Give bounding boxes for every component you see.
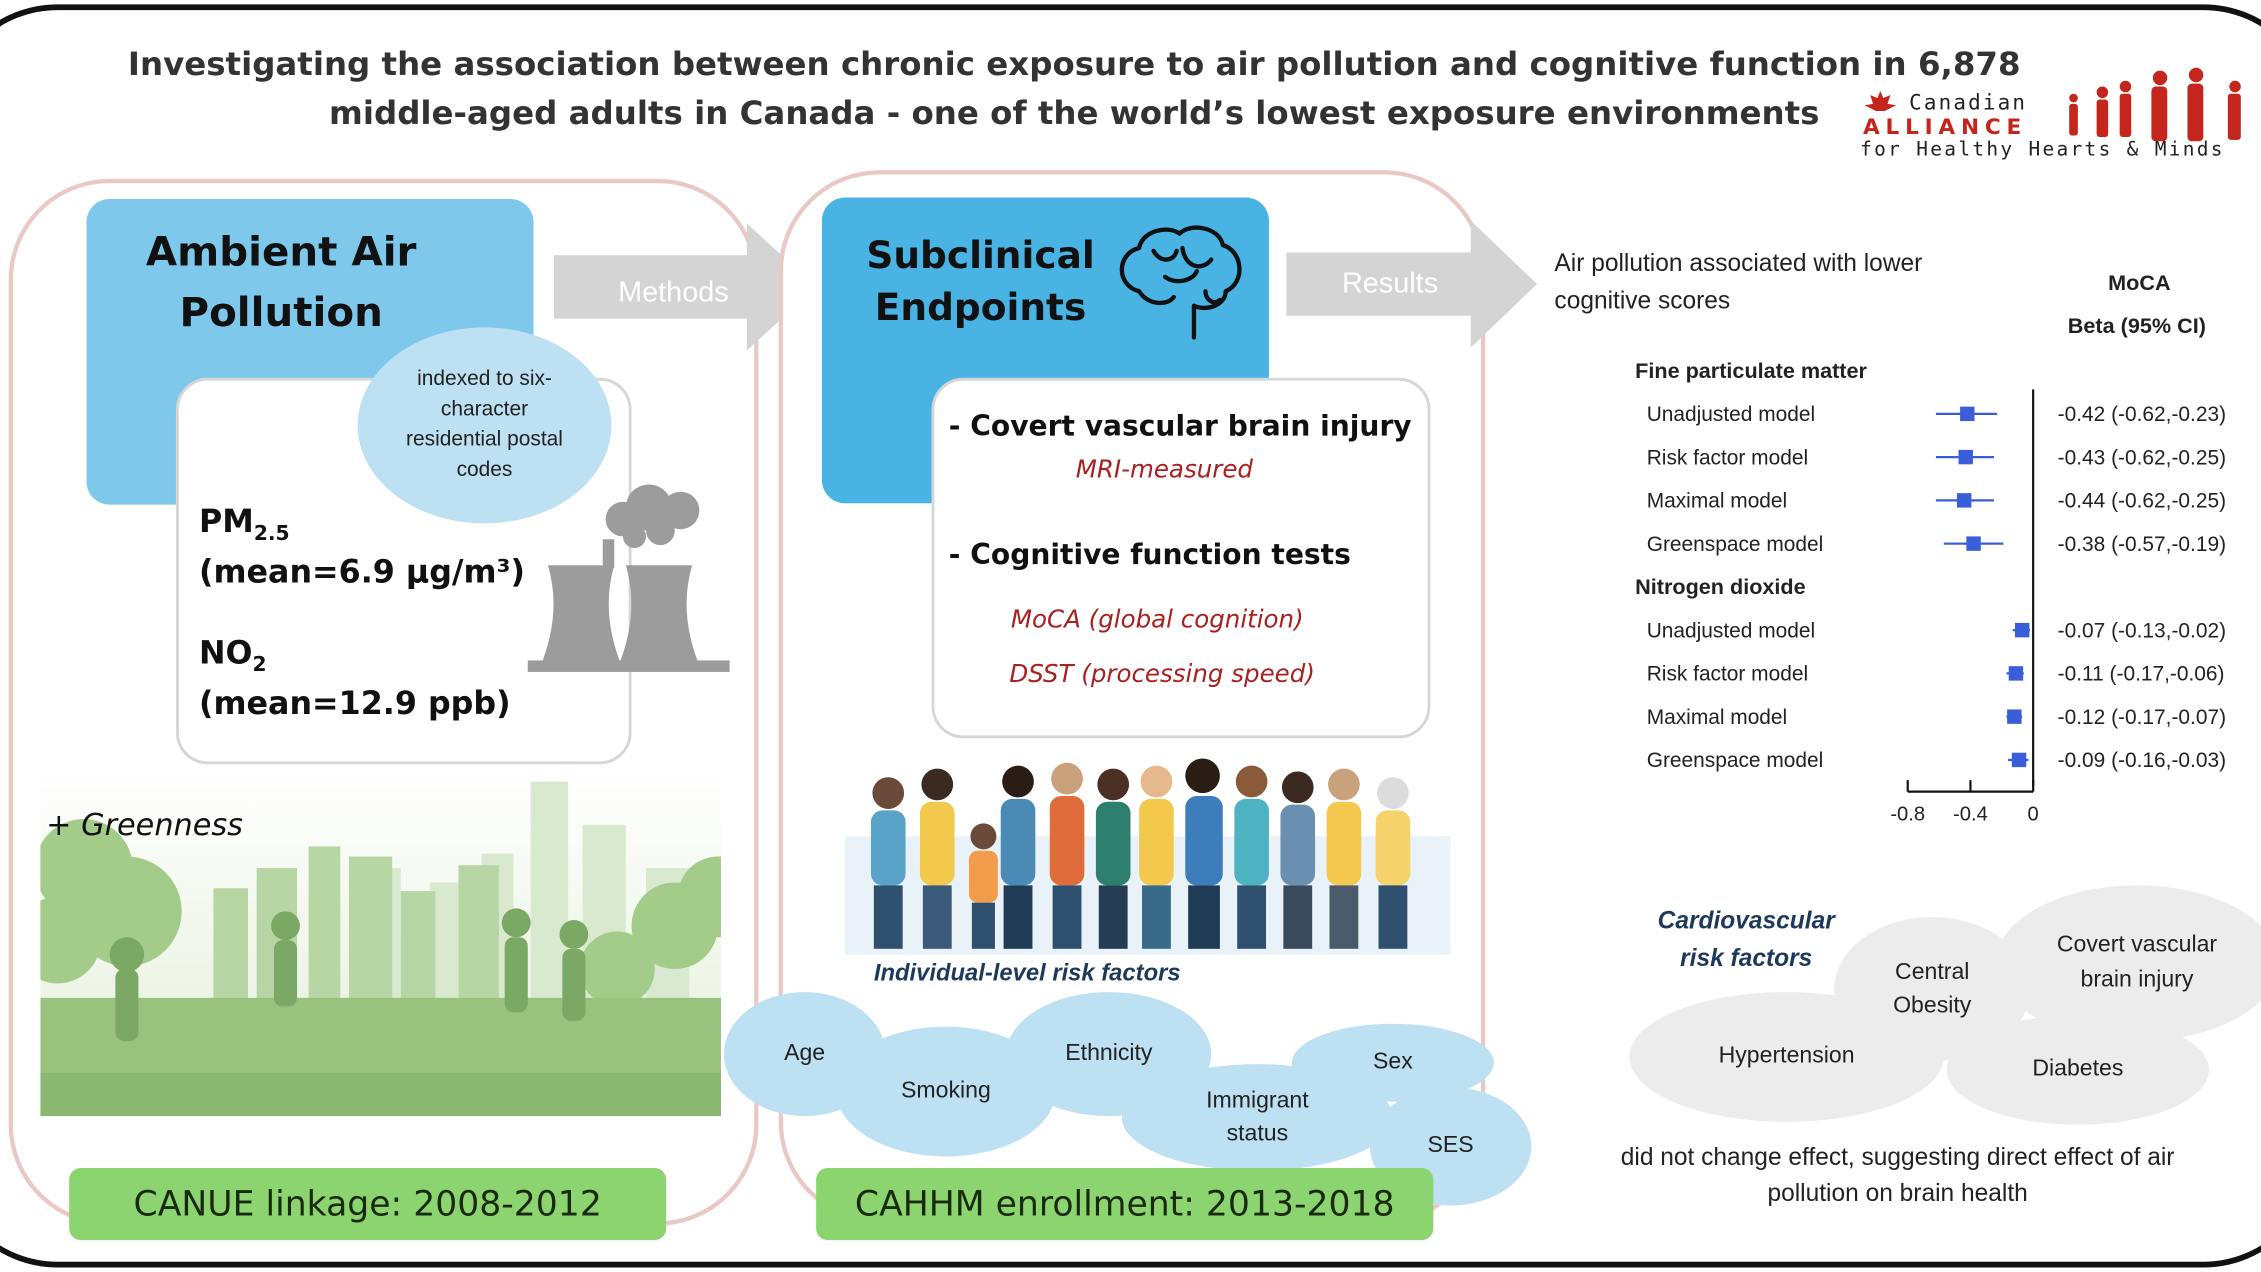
- diverse-people-image: [844, 758, 1451, 955]
- forest-row-label: Greenspace model: [1647, 749, 1824, 772]
- methods-arrow-icon: [553, 223, 817, 351]
- risk-immigrant-label: Immigrant status: [1206, 1088, 1309, 1147]
- forest-row-label: Unadjusted model: [1647, 403, 1815, 426]
- logo-line2: ALLIANCE: [1863, 113, 2028, 140]
- forest-group-label: Nitrogen dioxide: [1635, 574, 1805, 599]
- forest-row-label: Maximal model: [1647, 706, 1787, 729]
- forest-row-value: -0.43 (-0.62,-0.25): [2058, 446, 2226, 469]
- pm25-label: PM2.5: [199, 505, 290, 546]
- results-label: Results: [1341, 268, 1439, 300]
- pm25-mean: (mean=6.9 μg/m³): [198, 555, 525, 592]
- pm-subscript: 2.5: [253, 522, 290, 546]
- cardio-bubble-hypertension: Hypertension: [1629, 992, 1944, 1122]
- cardio-hypertension-label: Hypertension: [1718, 1043, 1855, 1069]
- people-silhouette-icon: [2069, 67, 2241, 142]
- ambient-air-heading: Ambient Air Pollution: [145, 227, 417, 336]
- forest-row-value: -0.44 (-0.62,-0.25): [2058, 490, 2226, 513]
- postal-code-text: indexed to six-character residential pos…: [406, 367, 563, 482]
- logo-line1: Canadian: [1909, 92, 2028, 116]
- forest-point: [1960, 406, 1975, 422]
- dsst-test: DSST (processing speed): [1009, 660, 1315, 690]
- canue-linkage-bar: CANUE linkage: 2008-2012: [69, 1167, 667, 1241]
- forest-row-value: -0.12 (-0.17,-0.07): [2058, 706, 2226, 729]
- forest-row-value: -0.07 (-0.13,-0.02): [2058, 619, 2226, 642]
- covert-vbi-item: - Covert vascular brain injury: [948, 409, 1412, 443]
- risk-sex-label: Sex: [1373, 1049, 1413, 1075]
- cardio-bubble-covert-vbi: Covert vascular brain injury: [1995, 885, 2261, 1042]
- moca-column-head: MoCA: [2108, 271, 2171, 296]
- pm-label: PM: [198, 504, 254, 541]
- forest-row-label: Greenspace model: [1647, 533, 1824, 556]
- forest-point: [2007, 709, 2022, 724]
- forest-row-value: -0.38 (-0.57,-0.19): [2058, 533, 2226, 556]
- forest-row-label: Maximal model: [1647, 490, 1787, 513]
- endpoints-card: [931, 377, 1431, 739]
- forest-row-value: -0.09 (-0.16,-0.03): [2058, 749, 2226, 772]
- greenness-label: + Greenness: [46, 807, 243, 843]
- cardio-covert-vbi-label: Covert vascular brain injury: [2056, 932, 2218, 993]
- cahhm-enrollment-bar: CAHHM enrollment: 2013-2018: [816, 1167, 1434, 1241]
- risk-ethnicity-label: Ethnicity: [1065, 1041, 1153, 1066]
- no2-subscript: 2: [252, 653, 267, 677]
- cardio-bubble-diabetes: Diabetes: [1946, 1015, 2210, 1125]
- risk-smoking-label: Smoking: [901, 1078, 991, 1104]
- greenness-scene: [40, 767, 721, 1117]
- forest-row-label: Risk factor model: [1647, 446, 1808, 469]
- cardio-title: Cardiovascular risk factors: [1657, 906, 1835, 972]
- forest-point: [2014, 622, 2030, 638]
- mri-measured-label: MRI-measured: [1075, 455, 1253, 485]
- no2-mean: (mean=12.9 ppb): [198, 686, 511, 723]
- forest-point: [2008, 666, 2024, 681]
- forest-x-tick-label: -0.8: [1890, 803, 1925, 825]
- forest-point: [1958, 449, 1973, 465]
- forest-point: [1966, 536, 1981, 551]
- no-label: NO: [198, 635, 253, 672]
- risk-ses-label: SES: [1427, 1133, 1474, 1158]
- forest-row-value: -0.11 (-0.17,-0.06): [2058, 663, 2225, 686]
- power-plant-icon: [527, 484, 730, 672]
- forest-point: [2011, 752, 2027, 768]
- results-intro: Air pollution associated with lower cogn…: [1554, 249, 1923, 315]
- risk-age-label: Age: [784, 1041, 826, 1066]
- brain-icon: [1119, 225, 1242, 340]
- maple-leaf-icon: [1864, 90, 1897, 112]
- forest-group-label: Fine particulate matter: [1635, 358, 1867, 383]
- cardio-conclusion: did not change effect, suggesting direct…: [1620, 1143, 2175, 1207]
- forest-row-label: Unadjusted model: [1647, 619, 1815, 642]
- logo: Canadian ALLIANCE for Healthy Hearts & M…: [1857, 67, 2261, 174]
- methods-label: Methods: [618, 276, 729, 309]
- moca-test: MoCA (global cognition): [1010, 605, 1304, 635]
- subclinical-heading: Subclinical Endpoints: [866, 235, 1095, 331]
- forest-row-value: -0.42 (-0.62,-0.23): [2058, 403, 2226, 426]
- forest-x-tick-label: 0: [2028, 803, 2039, 825]
- page-title: Investigating the association between ch…: [127, 46, 2021, 133]
- risk-bubble-sex: Sex: [1291, 1023, 1494, 1102]
- cardio-diabetes-label: Diabetes: [2032, 1056, 2124, 1082]
- risk-factors-title: Individual-level risk factors: [873, 960, 1181, 987]
- no2-label: NO2: [199, 636, 267, 677]
- beta-column-head: Beta (95% CI): [2067, 314, 2206, 339]
- cognitive-tests-item: - Cognitive function tests: [948, 537, 1351, 572]
- outer-frame: [0, 4, 2261, 1268]
- forest-x-tick-label: -0.4: [1953, 803, 1988, 825]
- results-arrow-icon: [1286, 220, 1538, 348]
- postal-code-bubble: indexed to six-character residential pos…: [357, 327, 612, 524]
- logo-line3: for Healthy Hearts & Minds: [1860, 138, 2225, 162]
- forest-point: [1956, 493, 1972, 508]
- forest-row-label: Risk factor model: [1647, 663, 1808, 686]
